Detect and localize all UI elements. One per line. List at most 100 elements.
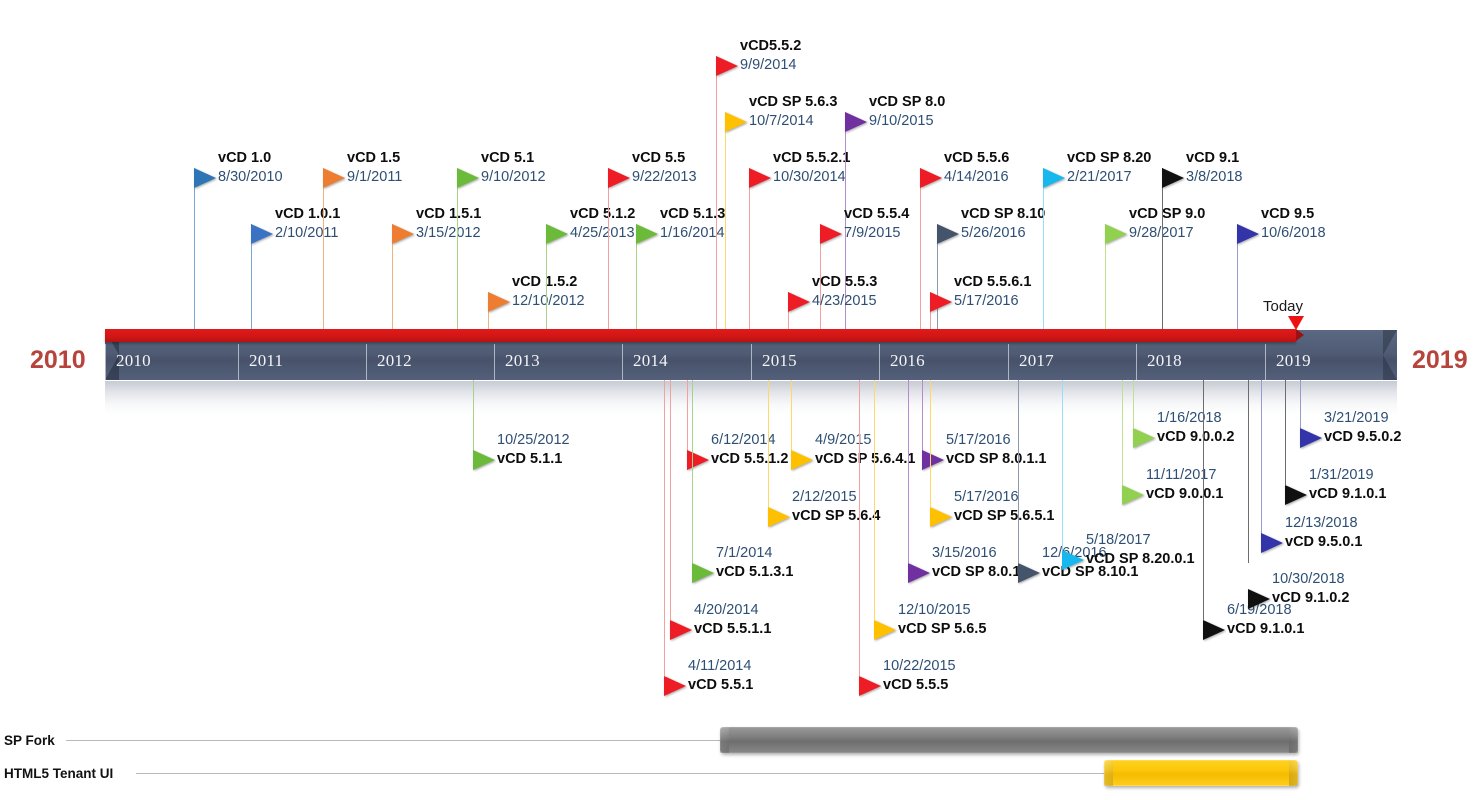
milestone-version: vCD 9.1.0.1: [1309, 486, 1387, 502]
stem-vcd-9-0-0-2: [1133, 380, 1134, 428]
flag-icon: [725, 112, 747, 132]
flag-icon: [1043, 168, 1065, 188]
milestone-date: 1/16/2014: [660, 225, 725, 241]
stem-vcd-sp-8-20: [1043, 168, 1044, 330]
milestone-version: vCD SP 5.6.3: [749, 94, 838, 110]
phase-bar-html5-tenant-ui[interactable]: [1104, 760, 1298, 786]
milestone-version: vCD 5.5: [632, 150, 686, 166]
year-label-2017: 2017: [1019, 351, 1054, 370]
today-arrow-icon: [1288, 316, 1304, 330]
flag-icon: [716, 56, 738, 76]
flag-icon: [636, 224, 658, 244]
milestone-date: 9/10/2015: [869, 113, 934, 129]
year-label-2010: 2010: [116, 351, 151, 370]
flag-icon: [1237, 224, 1259, 244]
milestone-version: vCD 1.5.1: [416, 206, 482, 222]
stem-vcd-5-5-1-1: [670, 380, 671, 620]
axis-progress-cap: [1296, 329, 1304, 341]
milestone-date: 4/9/2015: [815, 432, 872, 448]
flag-icon: [930, 292, 952, 312]
flag-icon: [1300, 428, 1322, 448]
milestone-date: 10/30/2014: [773, 169, 846, 185]
milestone-date: 9/10/2012: [481, 169, 546, 185]
flag-icon: [768, 507, 790, 527]
phase-connector-html5-tenant-ui: [136, 773, 1104, 774]
milestone-version: vCD 5.5.1: [688, 677, 754, 693]
milestone-version: vCD 9.5: [1261, 206, 1315, 222]
milestone-version: vCD 5.1.3: [660, 206, 726, 222]
stem-vcd-9-1-0-1-jan: [1285, 380, 1286, 485]
stem-vcd-5-5-4: [820, 224, 821, 330]
milestone-date: 12/10/2015: [898, 602, 971, 618]
year-label-2014: 2014: [633, 351, 668, 370]
flag-icon: [687, 450, 709, 470]
stem-vcd-sp-8-10-1: [1018, 380, 1019, 563]
stem-vcd-9-5: [1237, 224, 1238, 330]
flag-icon: [937, 224, 959, 244]
axis-end-label: 2019: [1412, 346, 1468, 374]
milestone-version: vCD 9.5.0.1: [1285, 534, 1363, 550]
milestone-version: vCD SP 8.20: [1067, 150, 1152, 166]
stem-vcd-5-1: [457, 168, 458, 330]
flag-icon: [1105, 224, 1127, 244]
milestone-date: 5/17/2016: [946, 432, 1011, 448]
milestone-date: 1/16/2018: [1157, 410, 1222, 426]
stem-vcd-9-1: [1162, 168, 1163, 330]
milestone-version: vCD 9.0.0.2: [1157, 429, 1235, 445]
flag-icon: [488, 292, 510, 312]
flag-icon: [1162, 168, 1184, 188]
flag-icon: [670, 620, 692, 640]
bar-bevel-left: [720, 727, 729, 753]
year-label-2012: 2012: [377, 351, 412, 370]
milestone-date: 4/25/2013: [570, 225, 635, 241]
milestone-version: vCD 9.0.0.1: [1146, 486, 1224, 502]
stem-vcd-1-5: [323, 168, 324, 330]
milestone-date: 2/12/2015: [792, 489, 857, 505]
stem-vcd-sp-5-6-3: [725, 112, 726, 330]
flag-icon: [930, 507, 952, 527]
milestone-version: vCD 1.5.2: [512, 274, 578, 290]
timeline-axis[interactable]: 2010 2011 2012 2013 2014 2015 2016 2017 …: [105, 329, 1397, 380]
phase-label-sp-fork: SP Fork: [4, 733, 55, 748]
milestone-date: 10/25/2012: [497, 432, 570, 448]
year-tick: [879, 344, 880, 380]
year-tick: [105, 344, 106, 380]
phase-bar-sp-fork[interactable]: [720, 727, 1298, 753]
stem-vcd-5-5-1-2: [687, 380, 688, 470]
milestone-date: 5/17/2016: [954, 489, 1019, 505]
milestone-version: vCD SP 9.0: [1129, 206, 1206, 222]
flag-icon: [1133, 428, 1155, 448]
stem-vcd-5-5-2-1: [749, 168, 750, 330]
year-label-2018: 2018: [1147, 351, 1182, 370]
milestone-date: 4/23/2015: [812, 293, 877, 309]
phase-label-html5-tenant-ui: HTML5 Tenant UI: [4, 766, 114, 781]
stem-vcd-sp-5-6-4-1: [791, 380, 792, 470]
flag-icon: [1261, 533, 1283, 553]
milestone-version: vCD 5.5.4: [844, 206, 910, 222]
milestone-date: 2/21/2017: [1067, 169, 1132, 185]
today-label: Today: [1263, 298, 1304, 315]
milestone-version: vCD 1.0.1: [275, 206, 341, 222]
milestone-version: vCD SP 5.6.5.1: [954, 508, 1055, 524]
milestone-date: 7/9/2015: [844, 225, 901, 241]
flag-icon: [546, 224, 568, 244]
stem-vcd-sp-9-0: [1105, 224, 1106, 330]
stem-vcd-1-0-1: [251, 224, 252, 330]
milestone-date: 9/28/2017: [1129, 224, 1205, 243]
stem-vcd-sp-8-0-1-1: [922, 380, 923, 470]
milestone-version: vCD 5.1.2: [570, 206, 636, 222]
milestone-date: 5/18/2017: [1086, 532, 1151, 548]
milestone-date: 11/11/2017: [1146, 467, 1217, 483]
flag-icon: [859, 676, 881, 696]
flag-icon: [1248, 589, 1270, 609]
stem-vcd-1-0: [194, 168, 195, 330]
bar-bevel-right: [1289, 760, 1298, 786]
milestone-version: vCD 5.5.3: [812, 274, 878, 290]
stem-vcd-sp-8-0-1: [908, 380, 909, 563]
flag-icon: [791, 450, 813, 470]
milestone-date: 10/30/2018: [1272, 571, 1345, 587]
flag-icon: [194, 168, 216, 188]
milestone-date: 12/13/2018: [1285, 515, 1358, 531]
year-tick: [1008, 344, 1009, 380]
milestone-version: vCD 5.5.1.2: [711, 451, 789, 467]
